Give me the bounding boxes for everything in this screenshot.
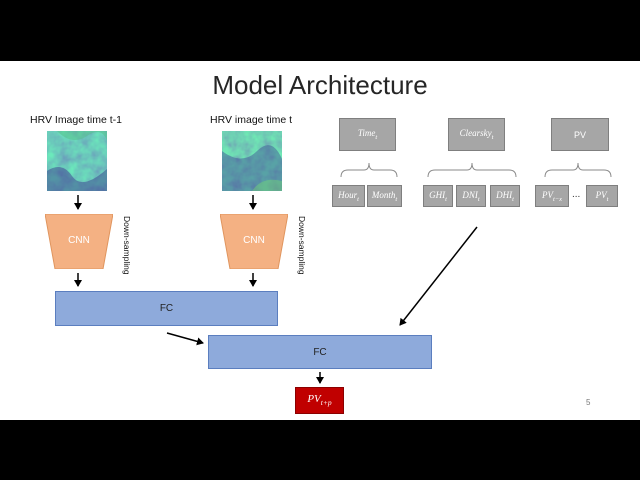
feature-pv-last-box: PVt [586, 185, 618, 207]
slide-title: Model Architecture [212, 70, 428, 100]
feature-pv-label: PV [573, 129, 586, 140]
input-label-t: HRV image time t [210, 114, 293, 126]
feature-pv-box: PV [551, 118, 609, 151]
feature-dni-box: DNIt [456, 185, 486, 207]
output-pv-label: PVt+p [307, 393, 332, 408]
cnn-trapezoid-right [220, 214, 288, 269]
output-pv-box: PVt+p [295, 387, 344, 414]
satellite-image-t [222, 131, 282, 191]
brace-pv [544, 162, 612, 178]
cnn-trapezoid-left [45, 214, 113, 269]
feature-hour-label: Hourt [338, 189, 359, 203]
feature-dhi-label: DHIt [496, 189, 514, 203]
brace-clearsky [427, 162, 517, 178]
feature-time-label: Timet [357, 128, 378, 141]
feature-ghi-label: GHIt [429, 189, 447, 203]
feature-dni-label: DNIt [462, 189, 480, 203]
cnn-block-left: CNN [45, 214, 113, 269]
feature-month-box: Montht [367, 185, 402, 207]
cnn-label-right: CNN [243, 235, 265, 246]
feature-pv-last-label: PVt [595, 189, 609, 203]
arrow-fc1-to-fc2 [166, 332, 204, 346]
satellite-image-t-minus-1 [47, 131, 107, 191]
feature-pv-first-box: PVt−x [535, 185, 569, 207]
feature-clearsky-label: Clearskyt [459, 128, 494, 141]
feature-month-label: Montht [371, 189, 398, 203]
cnn-block-right: CNN [220, 214, 288, 269]
page-number: 5 [586, 398, 591, 407]
down-sampling-label-right: Down-sampling [297, 216, 307, 275]
slide: Model Architecture HRV Image time t-1 HR… [0, 61, 640, 420]
arrow-features-to-fc2 [399, 226, 478, 326]
fc-layer-2-label: FC [313, 346, 327, 358]
feature-dhi-box: DHIt [490, 185, 520, 207]
feature-clearsky-box: Clearskyt [448, 118, 505, 151]
down-sampling-label-left: Down-sampling [122, 216, 132, 275]
feature-ghi-box: GHIt [423, 185, 453, 207]
feature-time-box: Timet [339, 118, 396, 151]
input-label-t-minus-1: HRV Image time t-1 [30, 114, 123, 126]
feature-pv-first-label: PVt−x [541, 189, 563, 203]
feature-pv-ellipsis: ... [572, 189, 581, 200]
brace-time [340, 162, 398, 178]
feature-hour-box: Hourt [332, 185, 365, 207]
fc-layer-1: FC [55, 291, 278, 326]
connectors-overlay [74, 162, 612, 384]
cnn-label-left: CNN [68, 235, 90, 246]
fc-layer-2: FC [208, 335, 432, 369]
fc-layer-1-label: FC [159, 303, 174, 314]
